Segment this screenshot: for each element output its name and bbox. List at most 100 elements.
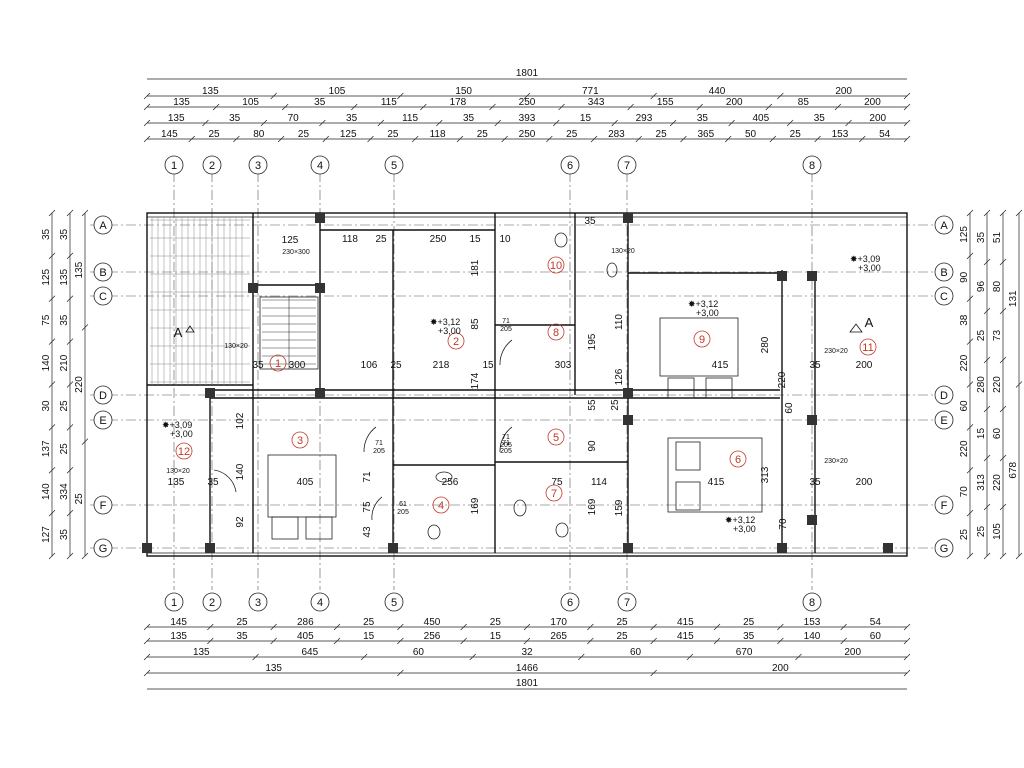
bottom-dim-1-tick [270,637,277,645]
bottom-dim-1-value: 35 [743,631,755,642]
room-number-7: 7 [551,488,557,500]
top-dim-2-tick [489,103,496,111]
interior-vertical-dim: 71 [362,471,373,483]
top-dim-3-tick [728,119,735,127]
interior-vertical-dim: 70 [778,518,789,530]
axis-bubble-2 [202,155,222,175]
top-dim-2-tick [281,103,289,111]
right-dim-4-tick [1015,381,1023,388]
interior-vertical-dim: 102 [235,412,246,429]
top-dim-3-tick [377,119,385,127]
right-dim-3-tick [999,552,1007,560]
level-mark: ✸+3,09 [850,254,880,264]
interior-vertical-dim: 60 [784,402,795,414]
top-dim-4-tick [546,135,553,143]
bottom-dim-2-tick [252,653,259,661]
pillar [623,388,633,398]
top-dim-2-tick [834,103,842,111]
top-dim-3-value: 35 [463,113,475,124]
interior-vertical-dim: 75 [362,501,373,513]
axis-label-C: C [99,291,107,303]
door-tag: 205 [397,509,409,516]
bottom-dim-1-value: 15 [363,631,375,642]
right-dim-3-tick [999,209,1007,217]
axis-label-1: 1 [171,160,177,172]
top-dim-4-value: 50 [745,129,757,140]
interior-vertical-dim: 140 [235,463,246,480]
pillar [623,415,633,425]
top-dim-2-tick [558,103,565,111]
bottom-dim-2-value: 135 [193,647,210,658]
right-dim-3-tick [999,503,1007,511]
left-dim-3-tick [81,552,89,560]
right-dim-3-value: 80 [992,281,1003,293]
door-tag: 205 [500,326,512,333]
bottom-dim-1-tick [713,637,721,645]
top-dim-3-tick [436,119,443,127]
level-mark: +3,00 [733,524,756,534]
axis-label-B: B [99,267,106,279]
door-tag: 71 [375,440,383,447]
left-dim-2-tick [66,509,74,517]
interior-dim: 118 [342,234,358,245]
top-dim-4-value: 365 [697,129,714,140]
left-dim-3-tick [81,209,89,217]
left-dim-2-value: 334 [59,483,70,500]
top-dim-1-tick [270,92,277,100]
pillar [315,388,325,398]
right-dim-2-tick [983,552,991,560]
top-dim-4-value: 25 [298,129,310,140]
room-marker-7 [545,484,563,502]
top-dim-2-tick [696,103,703,111]
top-dim-4-tick [769,135,777,143]
room-marker-5 [547,428,565,446]
axis-bubble-7 [617,592,637,612]
bottom-dim-0-value: 286 [297,617,314,628]
bottom-dim-2-value: 200 [844,647,861,658]
top-dim-2-value: 200 [726,97,743,108]
window-tag: 230×20 [824,348,848,355]
top-dim-1-value: 150 [455,86,472,97]
top-dim-2-value: 105 [242,97,259,108]
staircase [262,297,316,369]
top-dim-1-tick [523,92,531,100]
right-dim-3-value: 105 [992,523,1003,540]
bottom-dim-0-value: 25 [363,617,375,628]
axis-bubble-D [934,385,954,405]
top-dim-4-tick [635,135,643,143]
top-dim-2-value: 115 [381,97,397,108]
left-dim-1-value: 140 [41,483,52,500]
right-dim-4-value: 131 [1008,290,1019,307]
top-dim-2-value: 35 [314,97,326,108]
top-dim-3-tick [611,119,618,127]
top-dim-4-value: 54 [879,129,891,140]
door-tag: 205 [373,448,385,455]
axis-lines [90,172,935,590]
bottom-dim-2-tick [795,653,802,661]
axis-bubble-8 [802,592,822,612]
bottom-dim-2-value: 32 [521,647,533,658]
top-dim-4-tick [814,135,821,143]
bottom-dim-1-tick [650,637,657,645]
room-number-3: 3 [297,435,303,447]
axis-bubble-G [934,538,954,558]
bottom-dim-0-tick [207,623,214,631]
interior-dim: 15 [469,234,481,245]
interior-vertical-dim: 110 [614,314,625,330]
left-dim-2-tick [66,338,74,345]
right-dim-1-tick [966,295,974,302]
room-number-8: 8 [553,327,559,339]
terrace-hatch [150,217,250,385]
axis-bubble-B [934,262,954,282]
top-dim-3-tick [786,119,794,127]
top-dim-3-value: 35 [697,113,709,124]
axis-bubble-8 [802,155,822,175]
right-dim-2-tick [983,258,991,266]
window-tag: 130×20 [224,343,248,350]
interior-dim: 106 [361,360,378,371]
axis-bubble-1 [164,155,184,175]
right-dim-4-tick [1015,209,1023,217]
room-number-4: 4 [438,500,444,512]
top-dim-2-tick [765,103,773,111]
window-tag: 130×20 [611,248,635,255]
